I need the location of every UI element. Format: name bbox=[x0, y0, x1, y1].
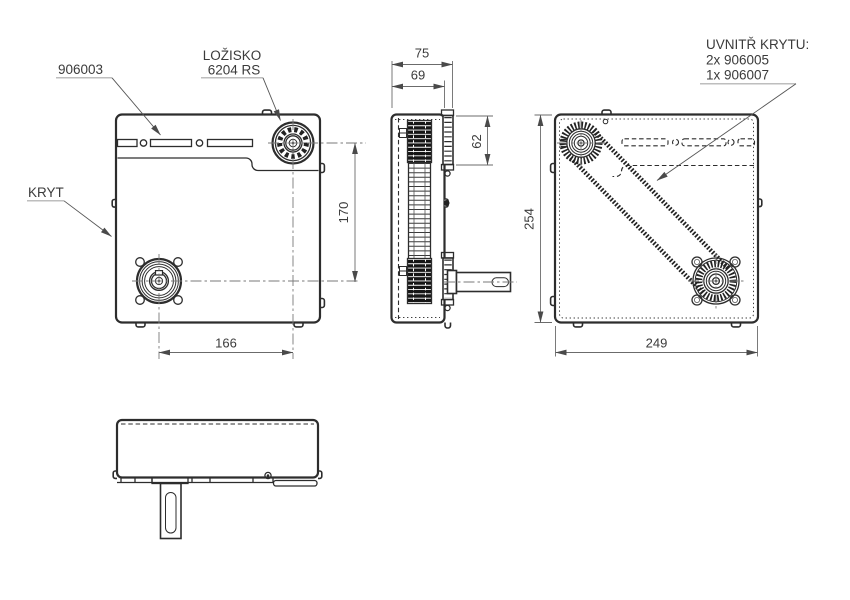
bottom-screw bbox=[264, 471, 272, 480]
dim-166-text: 166 bbox=[215, 336, 237, 351]
side-belt bbox=[407, 162, 432, 259]
rear-small-pulley bbox=[557, 120, 605, 167]
dim-254-text: 254 bbox=[522, 208, 537, 230]
label-inside-leader bbox=[656, 83, 797, 181]
front-housing-outline bbox=[114, 113, 322, 324]
rear-large-pulley bbox=[688, 253, 744, 309]
front-centerlines bbox=[132, 119, 366, 359]
side-dim-62: 62 bbox=[456, 115, 493, 166]
side-body-outline bbox=[390, 113, 446, 324]
side-dim-69: 69 bbox=[391, 68, 445, 108]
bottom-side-bumps bbox=[112, 470, 323, 480]
side-dim-75: 75 bbox=[391, 46, 453, 108]
dim-62-text: 62 bbox=[469, 134, 484, 148]
bottom-view bbox=[112, 418, 323, 540]
bottom-mounting-bracket bbox=[151, 476, 189, 540]
dim-170-text: 170 bbox=[336, 202, 351, 224]
front-dim-166: 166 bbox=[158, 336, 294, 356]
side-retaining-clips bbox=[399, 128, 407, 276]
side-upper-pulley bbox=[406, 119, 433, 164]
front-mounting-slots bbox=[116, 138, 319, 172]
label-906003-leader bbox=[111, 77, 161, 136]
front-view: 170 166 bbox=[111, 109, 366, 359]
label-inside-title: UVNITŘ KRYTU: bbox=[706, 37, 809, 52]
rear-housing-outline bbox=[553, 113, 760, 324]
rear-view: 254 249 bbox=[522, 109, 763, 357]
dim-69-text: 69 bbox=[411, 68, 425, 83]
label-inside-item1: 2x 906005 bbox=[706, 53, 769, 68]
side-output-shaft bbox=[444, 269, 517, 295]
side-lower-pulley bbox=[406, 257, 433, 305]
rear-dim-249: 249 bbox=[555, 326, 758, 357]
dim-75-text: 75 bbox=[415, 46, 429, 61]
label-inside-item2: 1x 906007 bbox=[706, 68, 769, 83]
bottom-body-outline bbox=[115, 418, 320, 479]
side-screws bbox=[443, 198, 452, 329]
label-kryt: KRYT bbox=[28, 185, 64, 200]
front-dim-170: 170 bbox=[336, 142, 358, 283]
annotations: 906003 LOŽISKO 6204 RS KRYT UVNITŘ KRYTU… bbox=[27, 37, 809, 237]
side-view: 75 69 62 bbox=[390, 46, 517, 329]
rear-hidden-slots bbox=[612, 138, 756, 178]
rear-gasket-border bbox=[559, 118, 754, 319]
side-upper-bearing-block bbox=[440, 109, 455, 177]
rear-timing-belt bbox=[566, 129, 731, 295]
label-906003: 906003 bbox=[58, 62, 103, 77]
rear-dim-254: 254 bbox=[522, 114, 552, 323]
dim-249-text: 249 bbox=[646, 336, 668, 351]
label-kryt-leader bbox=[63, 200, 112, 237]
label-lozisko-leader bbox=[262, 77, 281, 121]
bottom-flange-band bbox=[117, 477, 318, 487]
label-lozisko-line2: 6204 RS bbox=[208, 63, 261, 78]
label-lozisko-line1: LOŽISKO bbox=[203, 48, 262, 63]
